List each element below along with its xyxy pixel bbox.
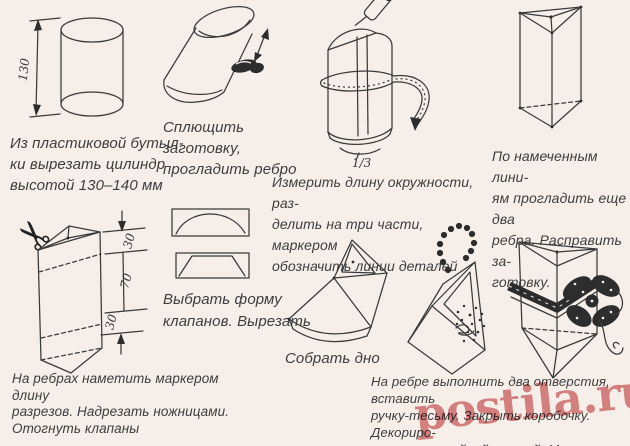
press-arrow-icon [254, 28, 269, 62]
flap-shapes-drawing [171, 208, 250, 279]
height-dimension: 130 [16, 17, 61, 118]
scissors-icon: ✂ [8, 207, 63, 262]
creased-prism-drawing [518, 5, 583, 129]
measure-circumference-drawing: 1/3 [319, 0, 430, 170]
dim-bottom-label: 30 [102, 312, 120, 331]
box-with-chain-drawing [407, 222, 486, 375]
height-label: 130 [16, 57, 32, 82]
dim-top-label: 30 [120, 231, 138, 250]
fraction-label: 1/3 [352, 156, 372, 170]
cut-flaps-drawing: ✂ 30 70 30 [8, 207, 148, 374]
step6-caption: Выбрать форму клапанов. Вырезать [163, 291, 311, 330]
dim-mid-label: 70 [117, 271, 135, 290]
dimension-lines: 30 70 30 [100, 210, 148, 355]
box-contents-dots [455, 304, 486, 343]
marker-pen-icon [354, 0, 394, 26]
step2-caption: Сплющить заготовку, прогладить ребро [163, 119, 297, 178]
thumb-press-icon [231, 59, 264, 74]
flattened-cylinder-drawing [163, 5, 269, 103]
step7-caption: Собрать дно [285, 350, 380, 367]
step5-caption: На ребрах наметить маркером длину разрез… [12, 371, 230, 436]
finished-box-drawing [507, 241, 624, 379]
cylinder-drawing: 130 [16, 17, 124, 118]
step4-caption: По намеченным лини- ям прогладить еще дв… [492, 148, 627, 290]
chain-handle [436, 222, 478, 274]
svg-text:✂: ✂ [8, 207, 63, 262]
step8-caption: На ребре выполнить два отверстия, встави… [371, 374, 610, 446]
step1-caption: Из пластиковой бутыл- ки вырезать цилинд… [10, 135, 184, 194]
assemble-bottom-drawing [287, 239, 388, 343]
measuring-tape [319, 70, 430, 131]
step3-caption: Измерить длину окружности, раз- делить н… [272, 174, 474, 274]
bow-icon [562, 275, 624, 355]
